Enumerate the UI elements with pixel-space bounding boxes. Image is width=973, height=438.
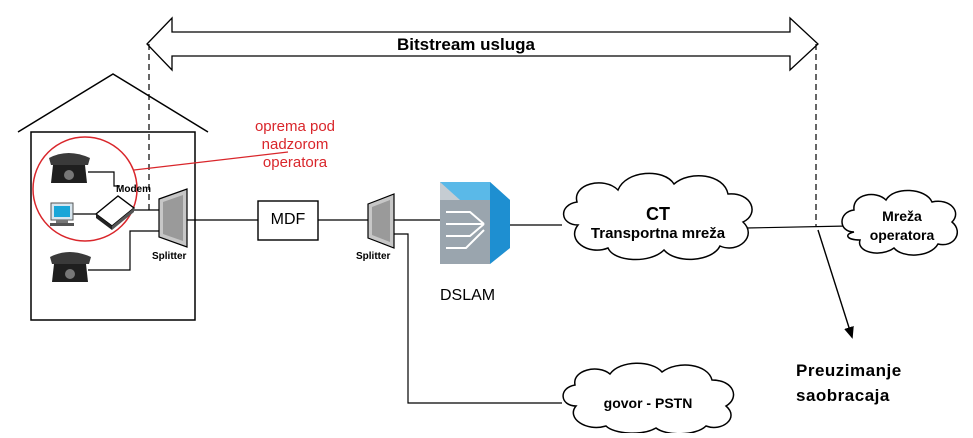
- dslam-label: DSLAM: [440, 287, 496, 304]
- operator-cloud-label: Mreža operatora: [846, 207, 958, 245]
- mdf-label: MDF: [270, 211, 306, 228]
- pstn-cloud-label: govor - PSTN: [603, 395, 693, 411]
- ct-cloud-subtitle: Transportna mreža: [590, 225, 726, 242]
- operator-cloud-line: operatora: [869, 227, 935, 243]
- equipment-note-line: operatora: [262, 154, 328, 171]
- handover-label: Preuzimanje saobracaja: [796, 358, 902, 408]
- bitstream-span-arrow: [146, 16, 819, 72]
- ct-cloud-title: CT: [646, 204, 670, 224]
- customer-premises-house: [17, 73, 209, 321]
- computer-icon: [50, 202, 74, 226]
- equipment-note-line: oprema pod: [254, 118, 336, 135]
- splitter-icon: [367, 193, 395, 249]
- modem-icon: [94, 195, 136, 230]
- splitter-home-label: Splitter: [152, 251, 187, 262]
- handover-line: saobracaja: [796, 386, 890, 405]
- mdf-box: [257, 200, 319, 241]
- equipment-note-line: nadzorom: [261, 136, 329, 153]
- operator-cloud-line: Mreža: [882, 208, 922, 224]
- equipment-note: oprema pod nadzorom operatora: [240, 118, 350, 172]
- telephone-icon: [49, 153, 90, 183]
- telephone-icon: [50, 252, 91, 282]
- home-wiring: [73, 171, 849, 404]
- modem-label: Modem: [116, 184, 151, 195]
- supervised-note-pointer: [133, 151, 289, 171]
- ct-cloud: [562, 172, 753, 261]
- bitstream-label: Bitstream usluga: [397, 35, 535, 54]
- splitter-icon: [158, 188, 188, 248]
- supervised-equipment-circle: [32, 136, 138, 242]
- dslam-icon: [440, 182, 510, 264]
- operator-cloud: [841, 189, 958, 256]
- handover-arrow: [817, 229, 854, 339]
- splitter-exchange-label: Splitter: [356, 251, 391, 262]
- handover-line: Preuzimanje: [796, 361, 902, 380]
